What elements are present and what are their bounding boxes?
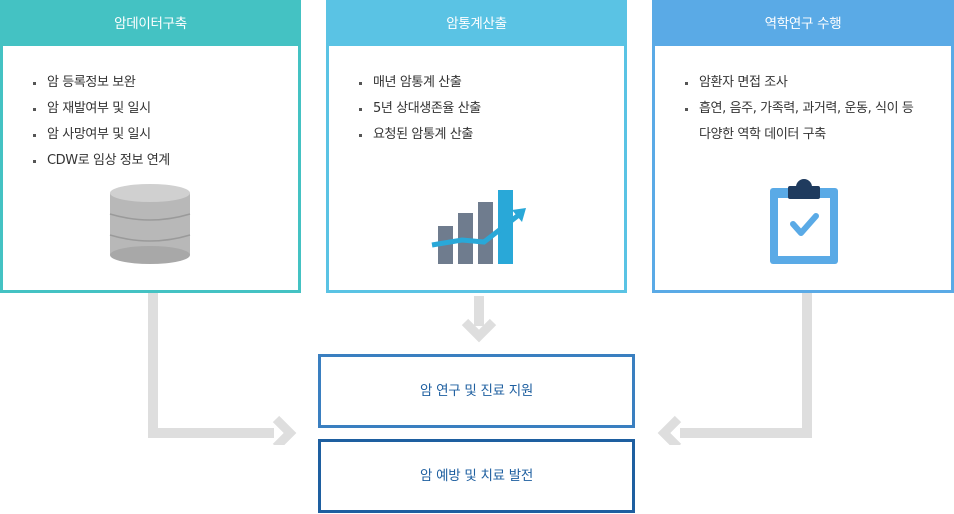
list-item: 암 등록정보 보완: [31, 70, 298, 96]
connector-left: [148, 293, 297, 445]
list-item: 암 재발여부 및 일시: [31, 96, 298, 122]
bar-chart-trend-icon: [431, 190, 526, 264]
result-prevention-treatment: 암 예방 및 치료 발전: [318, 439, 635, 513]
list-item: 5년 상대생존율 산출: [357, 96, 624, 122]
item-list: 매년 암통계 산출 5년 상대생존율 산출 요청된 암통계 산출: [329, 46, 624, 148]
box-title: 역학연구 수행: [655, 3, 951, 46]
item-list: 암 등록정보 보완 암 재발여부 및 일시 암 사망여부 및 일시 CDW로 임…: [3, 46, 298, 174]
box-cancer-statistics: 암통계산출 매년 암통계 산출 5년 상대생존율 산출 요청된 암통계 산출: [326, 0, 627, 293]
connector-right: [657, 293, 812, 445]
connector-center-arrow: [461, 296, 497, 343]
box-title: 암통계산출: [329, 3, 624, 46]
list-item: 암환자 면접 조사: [683, 70, 951, 96]
list-item: 다양한 역학 데이터 구축: [699, 127, 826, 142]
list-item: 암 사망여부 및 일시: [31, 122, 298, 148]
database-icon: [109, 184, 191, 264]
box-title: 암데이터구축: [3, 3, 298, 46]
list-item: 매년 암통계 산출: [357, 70, 624, 96]
clipboard-check-icon: [770, 179, 838, 264]
list-item: 요청된 암통계 산출: [357, 122, 624, 148]
item-list: 암환자 면접 조사 흡연, 음주, 가족력, 과거력, 운동, 식이 등 다양한…: [655, 46, 951, 148]
result-research-support: 암 연구 및 진료 지원: [318, 354, 635, 428]
list-item: 흡연, 음주, 가족력, 과거력, 운동, 식이 등: [683, 96, 951, 122]
list-item: CDW로 임상 정보 연계: [31, 148, 298, 174]
